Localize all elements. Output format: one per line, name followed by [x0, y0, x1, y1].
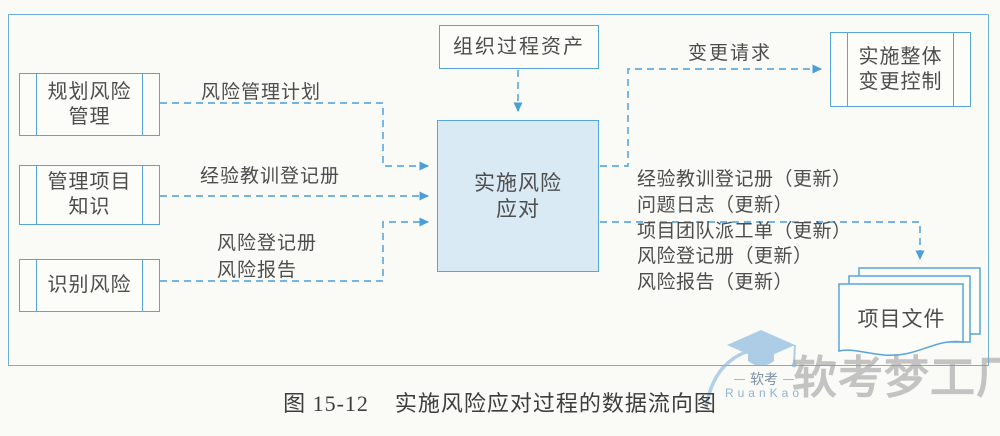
process-perform-integrated-change-control: 实施整体 变更控制: [830, 32, 971, 107]
diagram-outer-border: [8, 14, 989, 366]
flow-label-lessons-learned-register: 经验教训登记册: [200, 166, 341, 187]
flow-label-risk-report: 风险报告: [217, 260, 298, 281]
process-label-line: 管理: [68, 105, 111, 128]
process-implement-risk-responses: 实施风险 应对: [437, 120, 599, 272]
process-label-line: 知识: [68, 196, 111, 218]
watermark-cn-small: 软考: [750, 371, 778, 387]
project-documents-label: 项目文件: [857, 307, 946, 331]
process-label-line: 应对: [496, 197, 540, 221]
output-item: 风险登记册（更新）: [637, 246, 813, 268]
figure-caption-number: 图 15-12: [283, 391, 369, 416]
output-item: 风险报告（更新）: [637, 272, 794, 294]
watermark-brand-small: 软考: [726, 369, 802, 389]
output-item: 项目团队派工单（更新）: [637, 220, 852, 242]
process-label-line: 实施风险: [474, 170, 562, 195]
figure-caption: 图 15-12 实施风险应对过程的数据流向图: [0, 386, 1000, 418]
watermark-brand-text: 软考梦工厂: [792, 352, 1000, 403]
flow-label-risk-management-plan: 风险管理计划: [201, 82, 322, 103]
process-label-line: 实施整体: [858, 45, 943, 68]
data-store-organizational-process-assets: 组织过程资产: [439, 25, 599, 69]
flow-label-risk-register: 风险登记册: [217, 233, 318, 254]
watermark-rule-right: [783, 378, 794, 380]
watermark-rule-left: [734, 378, 745, 380]
data-store-label: 组织过程资产: [453, 35, 585, 58]
process-label-line: 变更控制: [858, 70, 943, 93]
figure-caption-title: 实施风险应对过程的数据流向图: [394, 391, 717, 416]
process-identify-risks: 识别风险: [19, 259, 160, 312]
output-item: 经验教训登记册（更新）: [637, 169, 852, 190]
outputs-list: 经验教训登记册（更新） 问题日志（更新） 项目团队派工单（更新） 风险登记册（更…: [637, 167, 852, 296]
process-label-line: 规划风险: [47, 80, 132, 103]
output-item: 问题日志（更新）: [637, 194, 794, 216]
process-plan-risk-management: 规划风险 管理: [19, 73, 160, 136]
process-manage-project-knowledge: 管理项目 知识: [19, 165, 160, 225]
process-label-line: 管理项目: [47, 171, 132, 193]
watermark-latin: RuanKao: [724, 386, 804, 400]
process-label-line: 识别风险: [47, 274, 132, 296]
flow-label-change-request: 变更请求: [688, 43, 773, 64]
